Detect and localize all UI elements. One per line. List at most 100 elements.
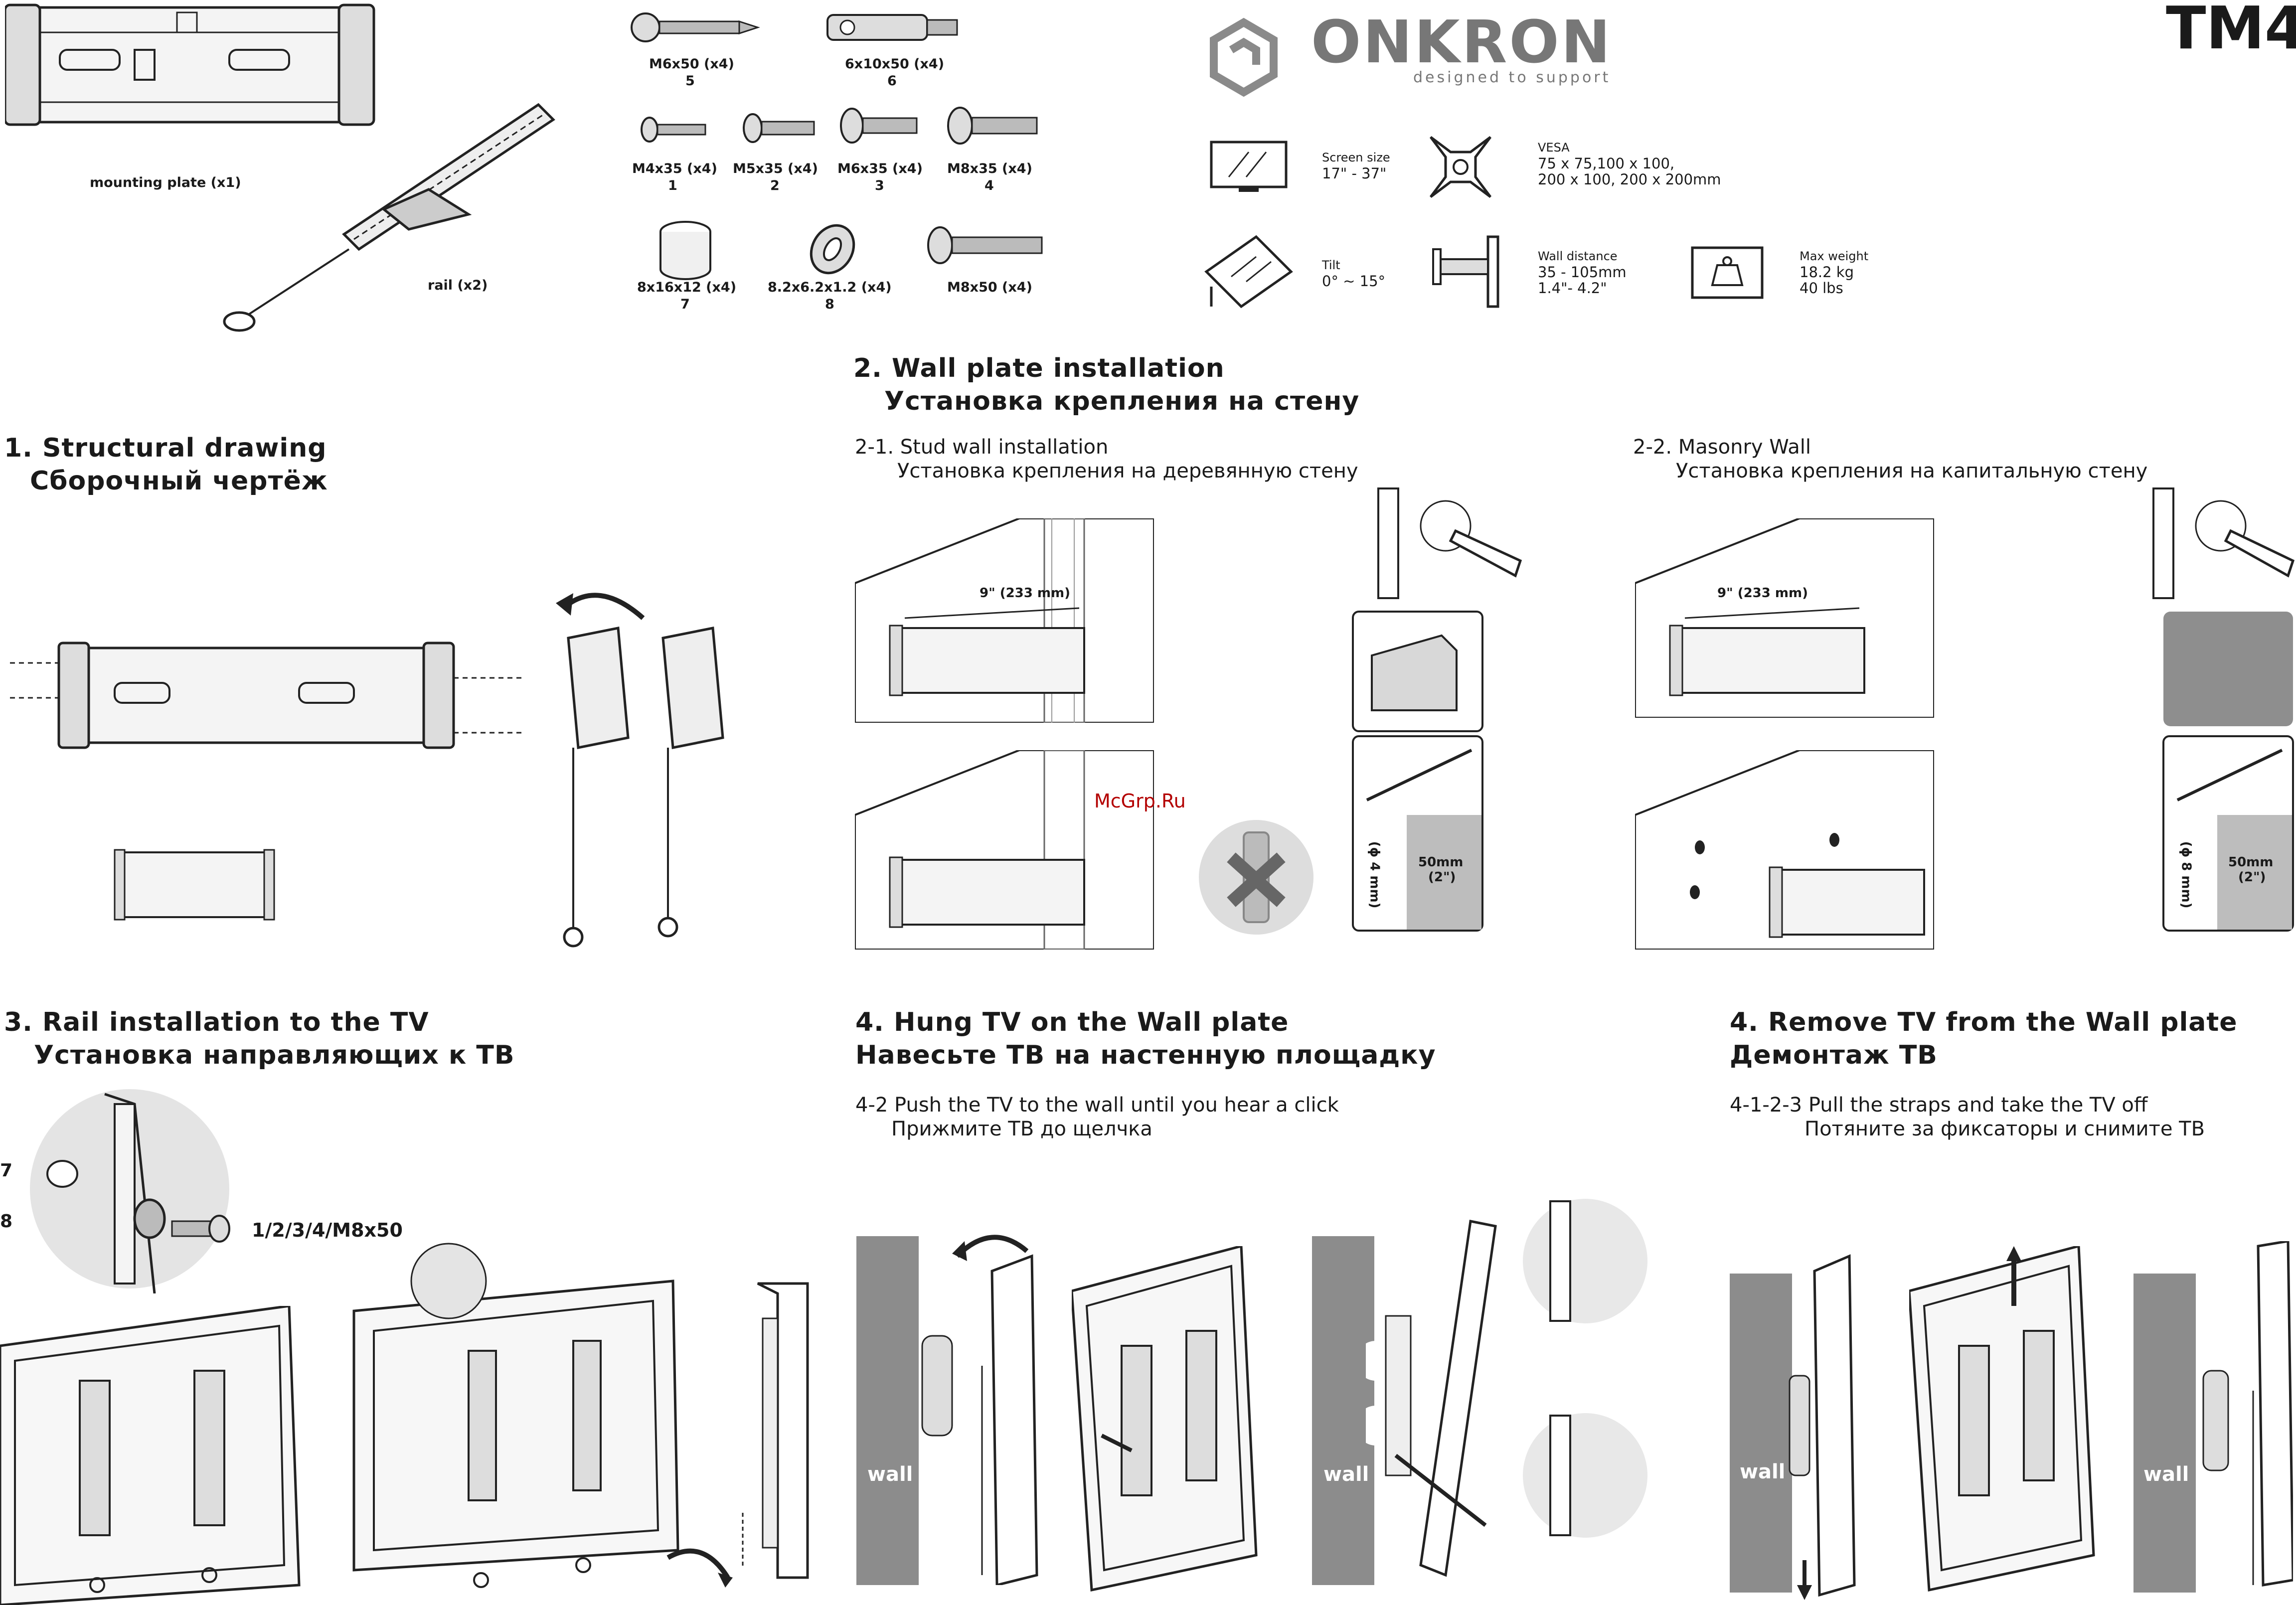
screw-2-icon [743,111,818,146]
screen-size-value: 17" - 37" [1322,165,1387,182]
callout-7: 7 [0,1160,13,1181]
wood-stud-figure [1352,611,1484,733]
wall-block-4 [2133,1274,2196,1593]
section-1-title-ru: Сборочный чертёж [30,466,328,496]
remove-tv-side-figure [1785,1236,1864,1600]
stud-hole-diameter: (ϕ 4 mm) [1367,841,1382,909]
wall-block-1 [856,1236,919,1585]
screw-3-icon [840,106,920,146]
bolt-callout-icon [167,1214,232,1244]
max-weight-label: Max weight [1800,249,1869,263]
tilt-label: Tilt [1322,258,1340,272]
part-number: 3 [875,178,884,193]
masonry-depth-in: (2") [2238,870,2266,885]
screen-size-icon [1209,140,1289,194]
section-1-title-en: 1. Structural drawing [4,433,327,463]
vesa-value-line2: 200 x 100, 200 x 200mm [1538,171,1721,188]
masonry-pencil-figure [2151,486,2296,606]
hang-tv-side-figure [917,1216,1047,1585]
section-4-title-en: 4. Hung TV on the Wall plate [855,1007,1289,1037]
click-tv-side-figure [1366,1216,1515,1585]
washer-8-icon [805,222,860,277]
section-2-2-title-ru: Установка крепления на капитальную стену [1676,460,2148,482]
stud-pencil-figure [1376,486,1525,606]
part-label: M4x35 (x4) [632,161,717,176]
stud-drill-depth-figure [1352,735,1484,932]
part-number: 8 [825,297,834,312]
screen-size-label: Screen size [1322,151,1390,164]
anchor-6-icon [822,7,962,47]
wall-block-2 [1312,1236,1374,1585]
wall-label: wall [867,1463,913,1486]
stud-depth-in: (2") [1428,870,1456,885]
part-label: 6x10x50 (x4) [845,56,945,72]
max-weight-spec: Max weight 18.2 kg 40 lbs [1800,248,1868,296]
no-anchor-icon [1196,817,1316,937]
rail-detail-circle [30,1084,229,1293]
masonry-hole-diameter: (ϕ 8 mm) [2178,841,2194,909]
part-number: 4 [984,178,994,193]
section-4-2-step-en: 4-2 Push the TV to the wall until you he… [855,1094,1339,1117]
section-3-title-en: 3. Rail installation to the TV [4,1007,429,1037]
wall-distance-label: Wall distance [1538,249,1618,263]
wall-label: wall [1323,1463,1369,1486]
tv-side-profile-figure [658,1279,818,1588]
watermark: McGrp.Ru [1094,790,1186,812]
part-label: M5x35 (x4) [733,161,818,176]
wall-label: wall [1740,1460,1786,1483]
rail-label: rail (x2) [428,278,488,293]
stud-depth-mm: 50mm [1418,855,1464,870]
masonry-depth-mm: 50mm [2228,855,2274,870]
section-2-2-title-en: 2-2. Masonry Wall [1633,436,1811,459]
concrete-swatch-figure [2162,611,2295,728]
vesa-spec: VESA 75 x 75,100 x 100, 200 x 100, 200 x… [1538,140,1721,187]
hang-tv-front-figure [1072,1246,1261,1595]
part-label: 8x16x12 (x4) [637,280,737,295]
section-4b-title-en: 4. Remove TV from the Wall plate [1730,1007,2238,1037]
max-weight-value-kg: 18.2 kg [1800,264,1854,281]
section-4b-step-en: 4-1-2-3 Pull the straps and take the TV … [1730,1094,2148,1117]
brand-name: ONKRON [1311,7,1613,76]
callout-8: 8 [0,1211,13,1232]
wall-distance-icon [1431,234,1500,309]
wall-distance-value-mm: 35 - 105mm [1538,264,1627,281]
screw-5-icon [631,7,760,47]
wall-distance-value-in: 1.4"- 4.2" [1538,280,1607,297]
part-number: 2 [770,178,780,193]
section-2-1-title-ru: Установка крепления на деревянную стену [897,460,1358,482]
stud-wall-upper-figure [855,518,1154,723]
brand-tagline: designed to support [1413,69,1611,86]
tilt-spec: Tilt 0° ~ 15° [1322,257,1385,289]
part-number: 5 [685,73,695,89]
vesa-icon [1426,132,1495,202]
screw-1-icon [641,115,710,145]
rail-figure [219,100,558,334]
section-2-title-ru: Установка крепления на стену [884,386,1360,416]
part-label: M8x50 (x4) [947,280,1032,295]
section-4-2-step-ru: Прижмите ТВ до щелчка [891,1118,1152,1140]
click-detail-lower [1520,1396,1650,1555]
click-detail-upper [1520,1181,1650,1341]
onkron-logo-icon [1210,17,1278,97]
vesa-value-line1: 75 x 75,100 x 100, [1538,155,1675,172]
tilt-icon [1201,232,1296,312]
section-2-1-title-en: 2-1. Stud wall installation [855,436,1109,459]
vesa-label: VESA [1538,141,1570,155]
section-3-title-ru: Установка направляющих к ТВ [34,1040,515,1070]
part-label: 8.2x6.2x1.2 (x4) [768,280,892,295]
mounting-plate-figure [5,2,384,142]
mounting-plate-label: mounting plate (x1) [90,175,241,190]
bolt-m8x50-icon [927,224,1047,266]
masonry-wall-upper-figure [1635,518,1934,718]
wall-distance-spec: Wall distance 35 - 105mm 1.4"- 4.2" [1538,248,1627,296]
tilt-value: 0° ~ 15° [1322,273,1386,290]
masonry-drill-depth-figure [2162,735,2295,932]
part-number: 7 [680,297,690,312]
tv-rail-left-figure [0,1306,319,1605]
part-number: 1 [668,178,677,193]
section-4b-step-ru: Потяните за фиксаторы и снимите ТВ [1804,1118,2205,1140]
removed-tv-side-figure [2198,1241,2293,1590]
section-4b-title-ru: Демонтаж ТВ [1730,1040,1938,1070]
stud-distance-label: 9" (233 mm) [980,586,1070,601]
remove-tv-front-figure [1909,1246,2099,1595]
